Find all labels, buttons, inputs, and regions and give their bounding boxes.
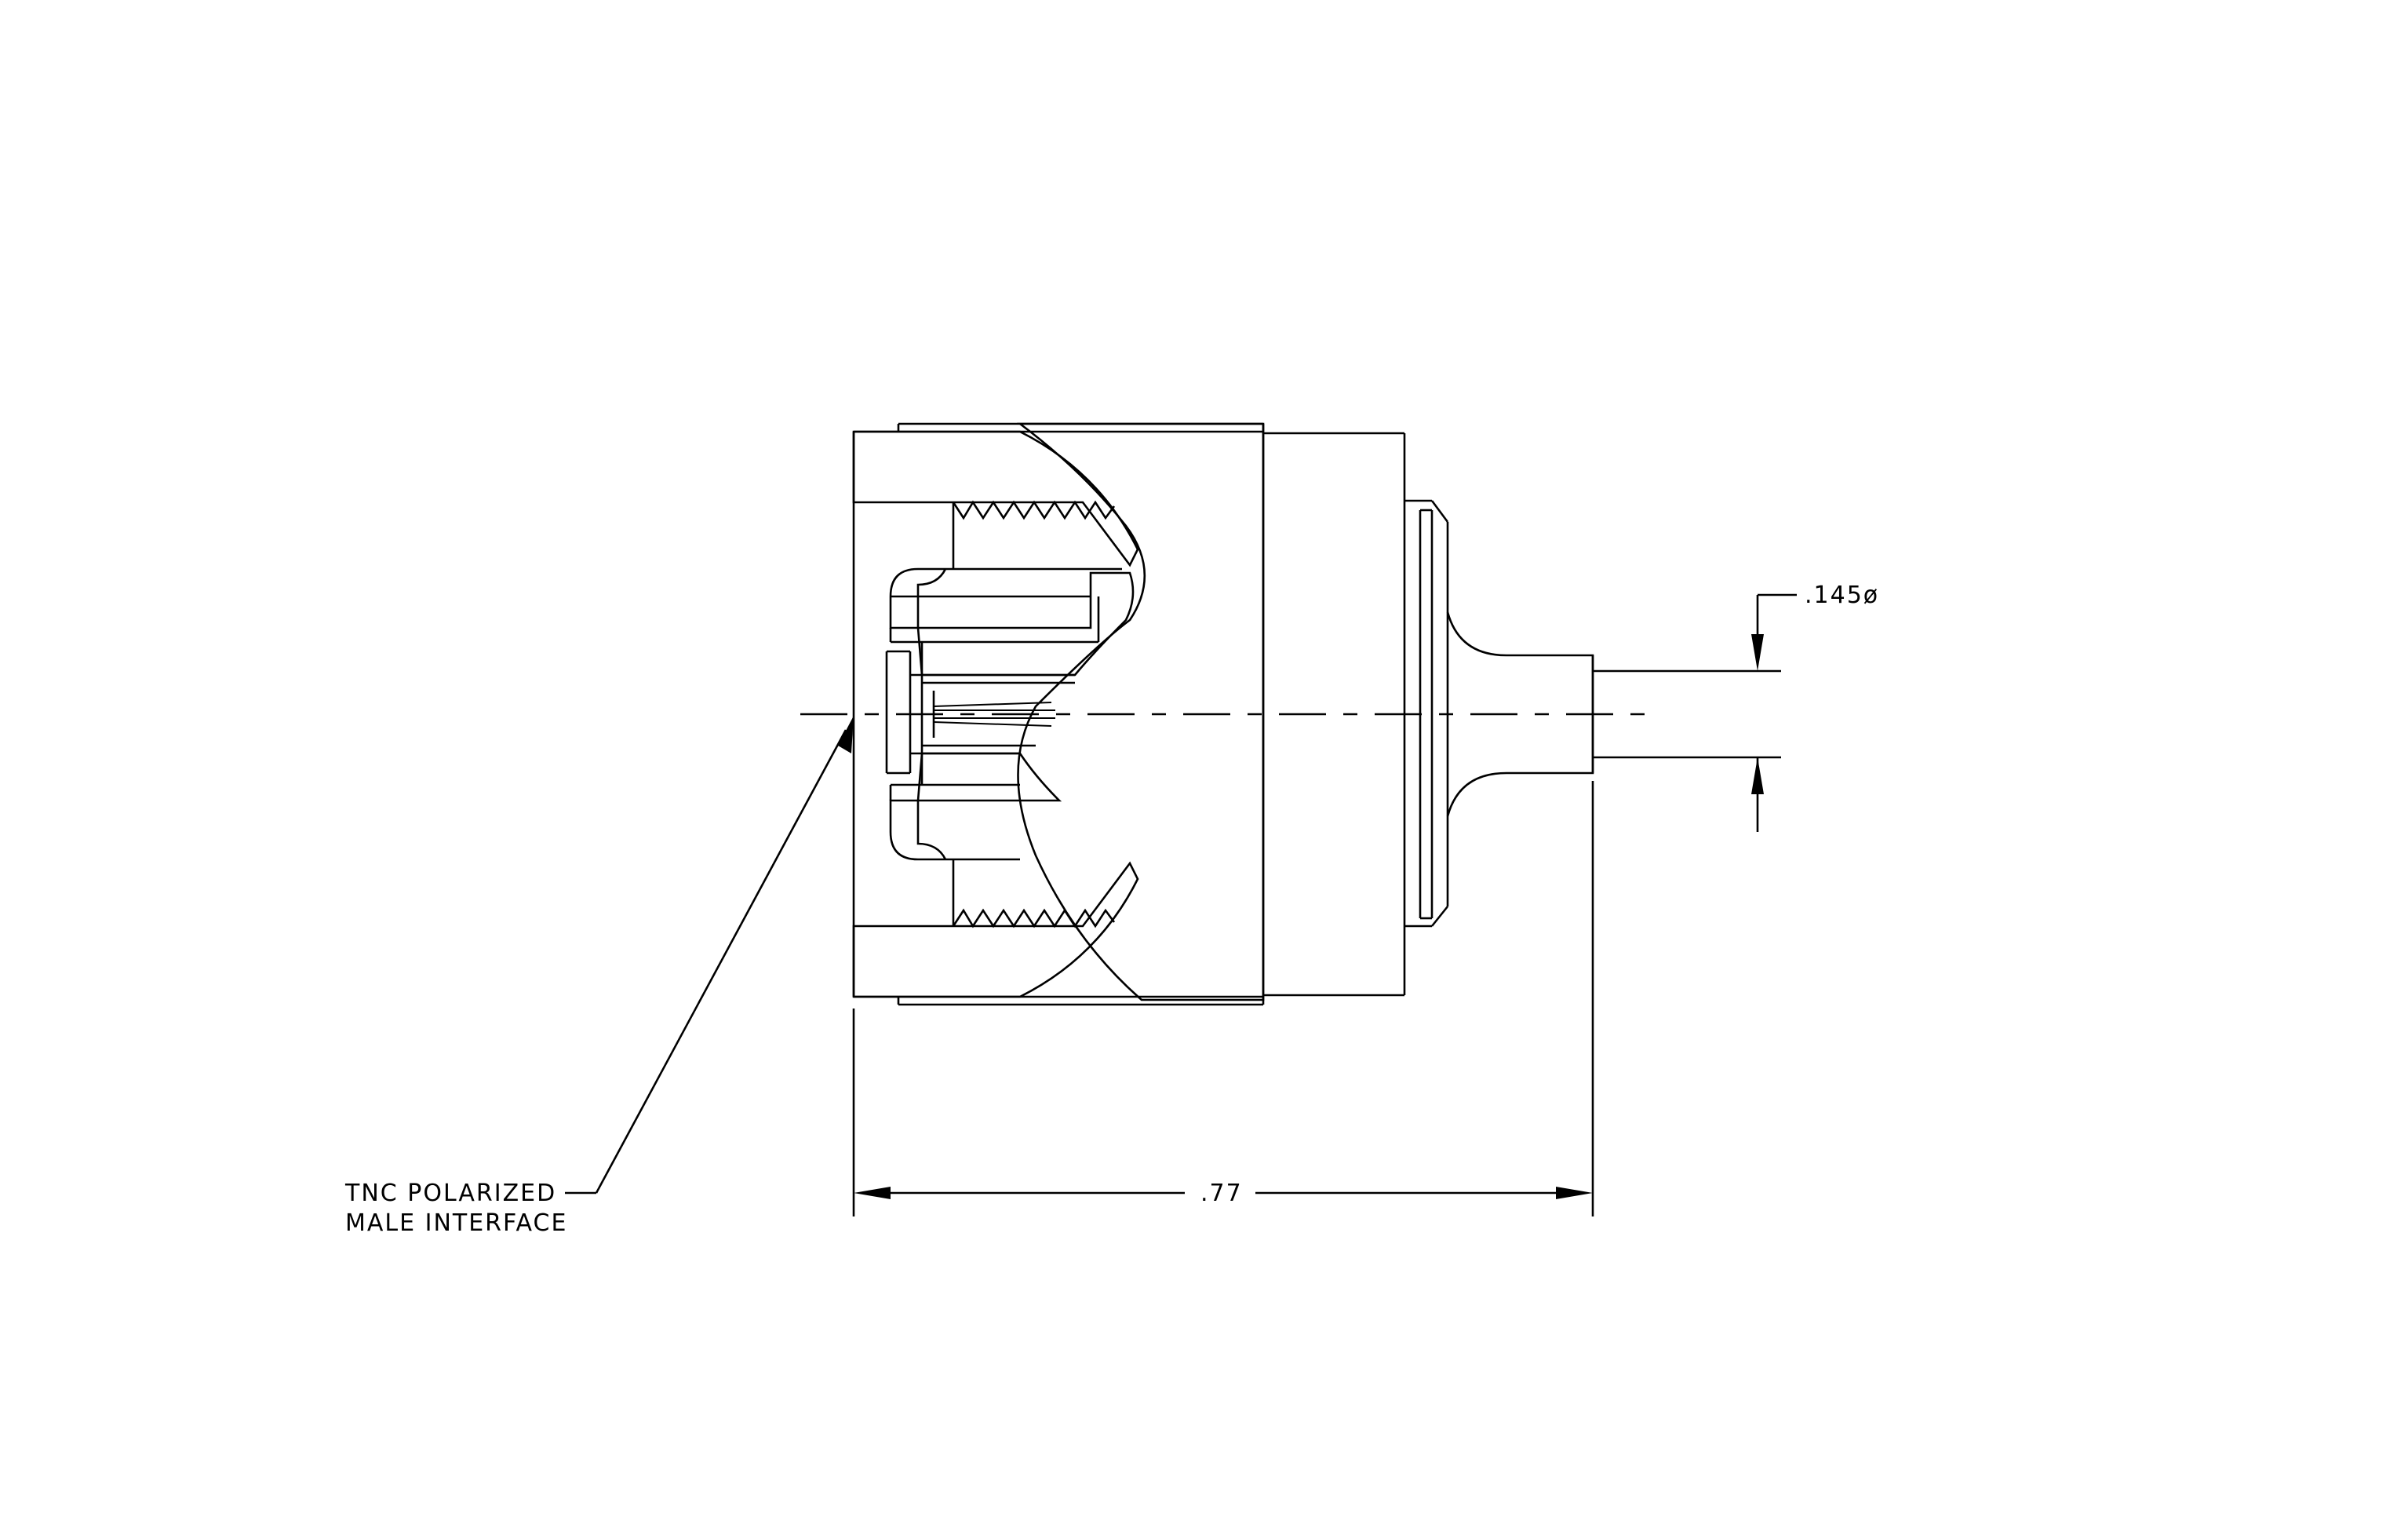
length-dimension-label: .77 [1200, 1180, 1243, 1207]
diameter-dimension [1751, 593, 1797, 832]
diameter-dimension-label: .145ø [1805, 582, 1879, 609]
thread-profile [952, 500, 1122, 928]
rear-body [1263, 432, 1781, 997]
interface-callout-line1: TNC POLARIZED [344, 1180, 556, 1207]
length-dimension [852, 781, 1594, 1216]
knurled-coupling-ring [1017, 422, 1265, 1001]
interface-callout-line2: MALE INTERFACE [345, 1209, 567, 1237]
coupling-nut-outline [852, 422, 1265, 1006]
coupling-nut-section [852, 430, 1139, 998]
interface-leader [565, 716, 854, 1195]
body-section [916, 571, 1135, 802]
